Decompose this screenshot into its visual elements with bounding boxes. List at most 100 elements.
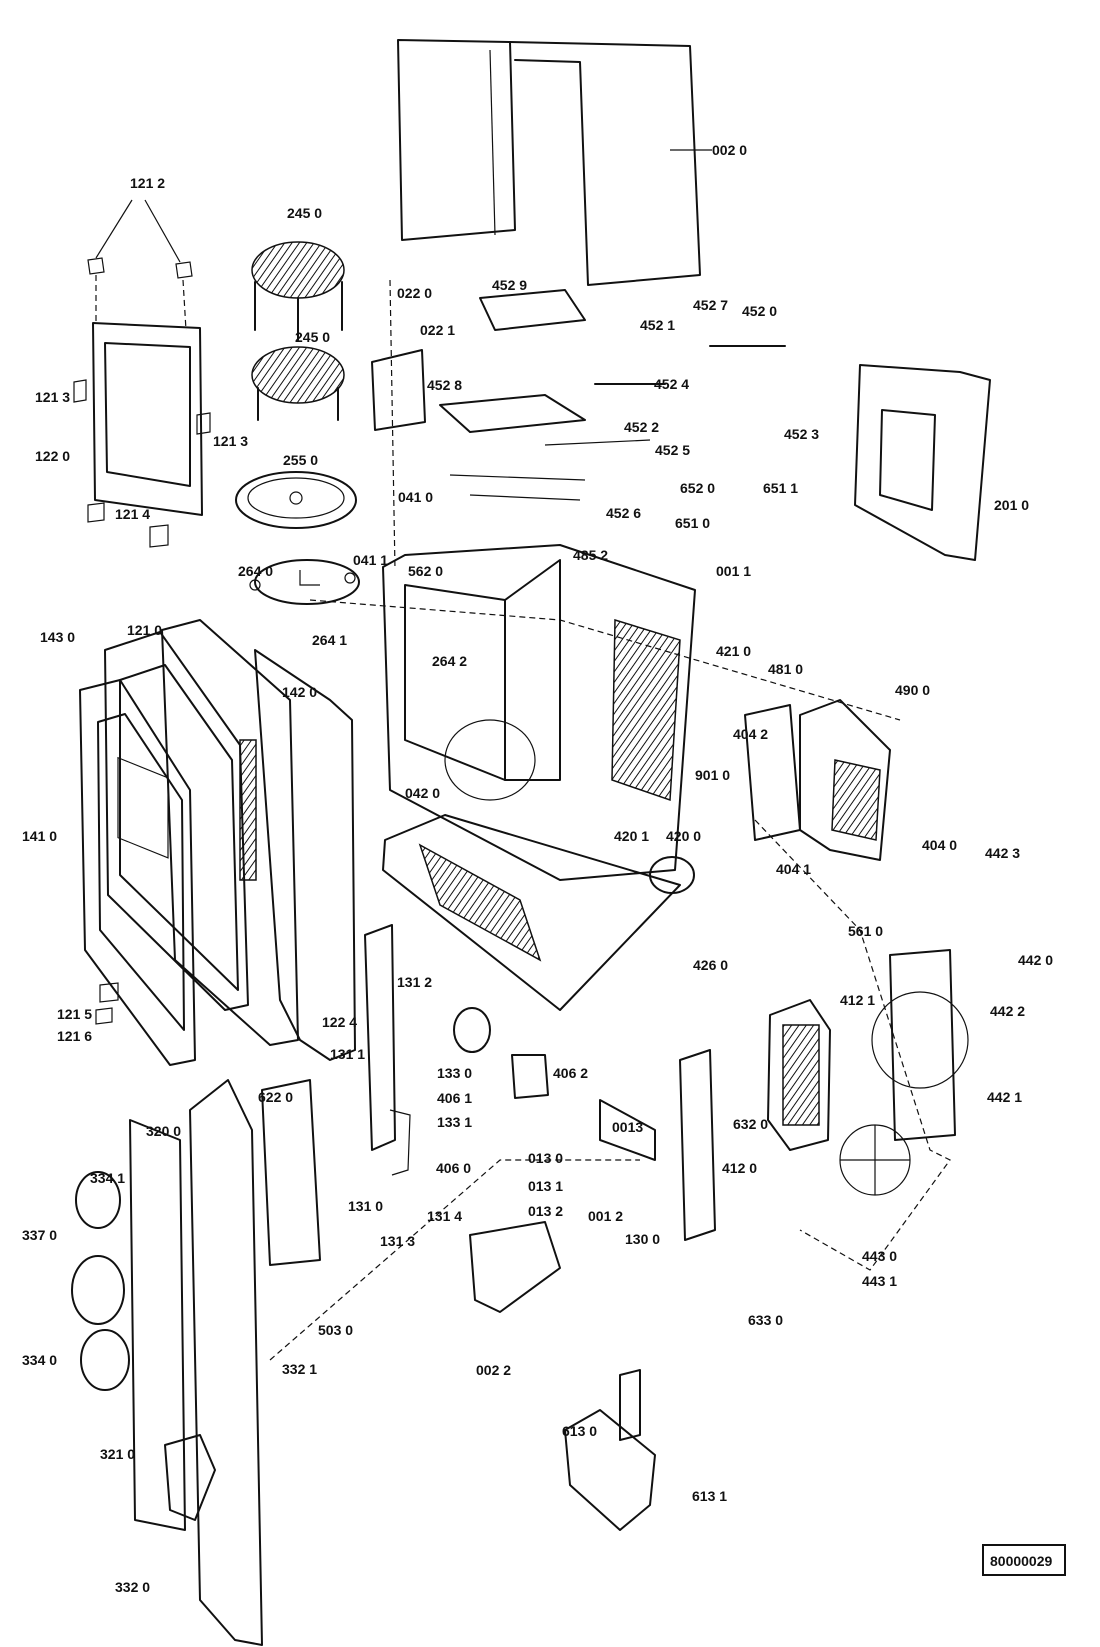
label-6330: 633 0	[748, 1312, 783, 1328]
control-knobs	[71, 1171, 130, 1391]
label-4040: 404 0	[922, 837, 957, 853]
label-0022: 002 2	[476, 1362, 511, 1378]
right-side-panel	[854, 364, 991, 561]
label-1331: 133 1	[437, 1114, 472, 1130]
label-2450-top: 245 0	[287, 205, 322, 221]
label-2550: 255 0	[283, 452, 318, 468]
grill-rack-upper	[251, 241, 345, 341]
label-0221: 022 1	[420, 322, 455, 338]
label-4201: 420 1	[614, 828, 649, 844]
label-0011: 001 1	[716, 563, 751, 579]
label-1314: 131 4	[427, 1208, 462, 1224]
label-2010: 201 0	[994, 497, 1029, 513]
label-4852: 485 2	[573, 547, 608, 563]
latch-lever-332	[164, 1434, 216, 1521]
label-0012: 001 2	[588, 1208, 623, 1224]
door-choke-142	[254, 649, 356, 1061]
label-2450-lower: 245 0	[295, 329, 330, 345]
label-1224: 122 4	[322, 1014, 357, 1030]
label-6320: 632 0	[733, 1116, 768, 1132]
label-1313: 131 3	[380, 1233, 415, 1249]
inner-door-panel	[73, 199, 211, 548]
magnetron-404	[744, 699, 891, 861]
switch-bracket-131	[364, 924, 411, 1176]
label-1215: 121 5	[57, 1006, 92, 1022]
base-cover-002-2	[469, 1221, 561, 1313]
heater-tubes	[449, 345, 786, 501]
label-4422: 442 2	[990, 1003, 1025, 1019]
label-1310: 131 0	[348, 1198, 383, 1214]
label-3370: 337 0	[22, 1227, 57, 1243]
label-4521: 452 1	[640, 317, 675, 333]
label-6131: 613 1	[692, 1488, 727, 1504]
door-hinge-parts	[95, 982, 119, 1025]
label-9010: 901 0	[695, 767, 730, 783]
fuse-holder-613	[564, 1369, 656, 1531]
label-3321: 332 1	[282, 1361, 317, 1377]
label-5610: 561 0	[848, 923, 883, 939]
label-4062: 406 2	[553, 1065, 588, 1081]
label-1210: 121 0	[127, 622, 162, 638]
label-4061: 406 1	[437, 1090, 472, 1106]
label-4524: 452 4	[654, 376, 689, 392]
label-1220: 122 0	[35, 448, 70, 464]
label-4121: 412 1	[840, 992, 875, 1008]
label-4260: 426 0	[693, 957, 728, 973]
label-4042: 404 2	[733, 726, 768, 742]
label-0131: 013 1	[528, 1178, 563, 1194]
fan-assembly-442	[839, 949, 969, 1196]
label-6511: 651 1	[763, 480, 798, 496]
label-4810: 481 0	[768, 661, 803, 677]
label-4041: 404 1	[776, 861, 811, 877]
label-3210: 321 0	[100, 1446, 135, 1462]
label-0020: 002 0	[712, 142, 747, 158]
turntable-plate	[235, 471, 357, 529]
label-1420: 142 0	[282, 684, 317, 700]
label-2641: 264 1	[312, 632, 347, 648]
label-4423: 442 3	[985, 845, 1020, 861]
switch-assembly-130	[599, 1049, 716, 1241]
drawing-number-stamp: 80000029	[982, 1544, 1066, 1576]
label-4421: 442 1	[987, 1089, 1022, 1105]
label-1300: 130 0	[625, 1231, 660, 1247]
label-0220: 022 0	[397, 285, 432, 301]
label-4200: 420 0	[666, 828, 701, 844]
grill-heater-cover	[371, 289, 586, 433]
label-4060: 406 0	[436, 1160, 471, 1176]
label-4520: 452 0	[742, 303, 777, 319]
label-0130: 013 0	[528, 1150, 563, 1166]
label-5030: 503 0	[318, 1322, 353, 1338]
label-1213-right: 121 3	[213, 433, 248, 449]
label-1311: 131 1	[330, 1046, 365, 1062]
label-4431: 443 1	[862, 1273, 897, 1289]
label-1330: 133 0	[437, 1065, 472, 1081]
label-5620: 562 0	[408, 563, 443, 579]
label-4120: 412 0	[722, 1160, 757, 1176]
door-frame-143	[104, 631, 249, 1011]
label-3320: 332 0	[115, 1579, 150, 1595]
label-1312: 131 2	[397, 974, 432, 990]
label-6130: 613 0	[562, 1423, 597, 1439]
label-6520: 652 0	[680, 480, 715, 496]
label-1213-left: 121 3	[35, 389, 70, 405]
label-2642: 264 2	[432, 653, 467, 669]
label-4210: 421 0	[716, 643, 751, 659]
part-labels: 002 0 121 2 245 0 452 9 022 0 022 1 452 …	[22, 142, 1053, 1595]
label-4527: 452 7	[693, 297, 728, 313]
label-4525: 452 5	[655, 442, 690, 458]
label-4528: 452 8	[427, 377, 462, 393]
control-panel-housing	[129, 1079, 321, 1646]
label-4420: 442 0	[1018, 952, 1053, 968]
label-4430: 443 0	[862, 1248, 897, 1264]
label-4900: 490 0	[895, 682, 930, 698]
label-4523: 452 3	[784, 426, 819, 442]
label-6220: 622 0	[258, 1089, 293, 1105]
label-1430: 143 0	[40, 629, 75, 645]
drawing-number: 80000029	[990, 1553, 1053, 1569]
label-2640: 264 0	[238, 563, 273, 579]
label-4529: 452 9	[492, 277, 527, 293]
label-1212: 121 2	[130, 175, 165, 191]
outer-cabinet-cover	[397, 39, 712, 286]
base-plate	[382, 814, 681, 1011]
